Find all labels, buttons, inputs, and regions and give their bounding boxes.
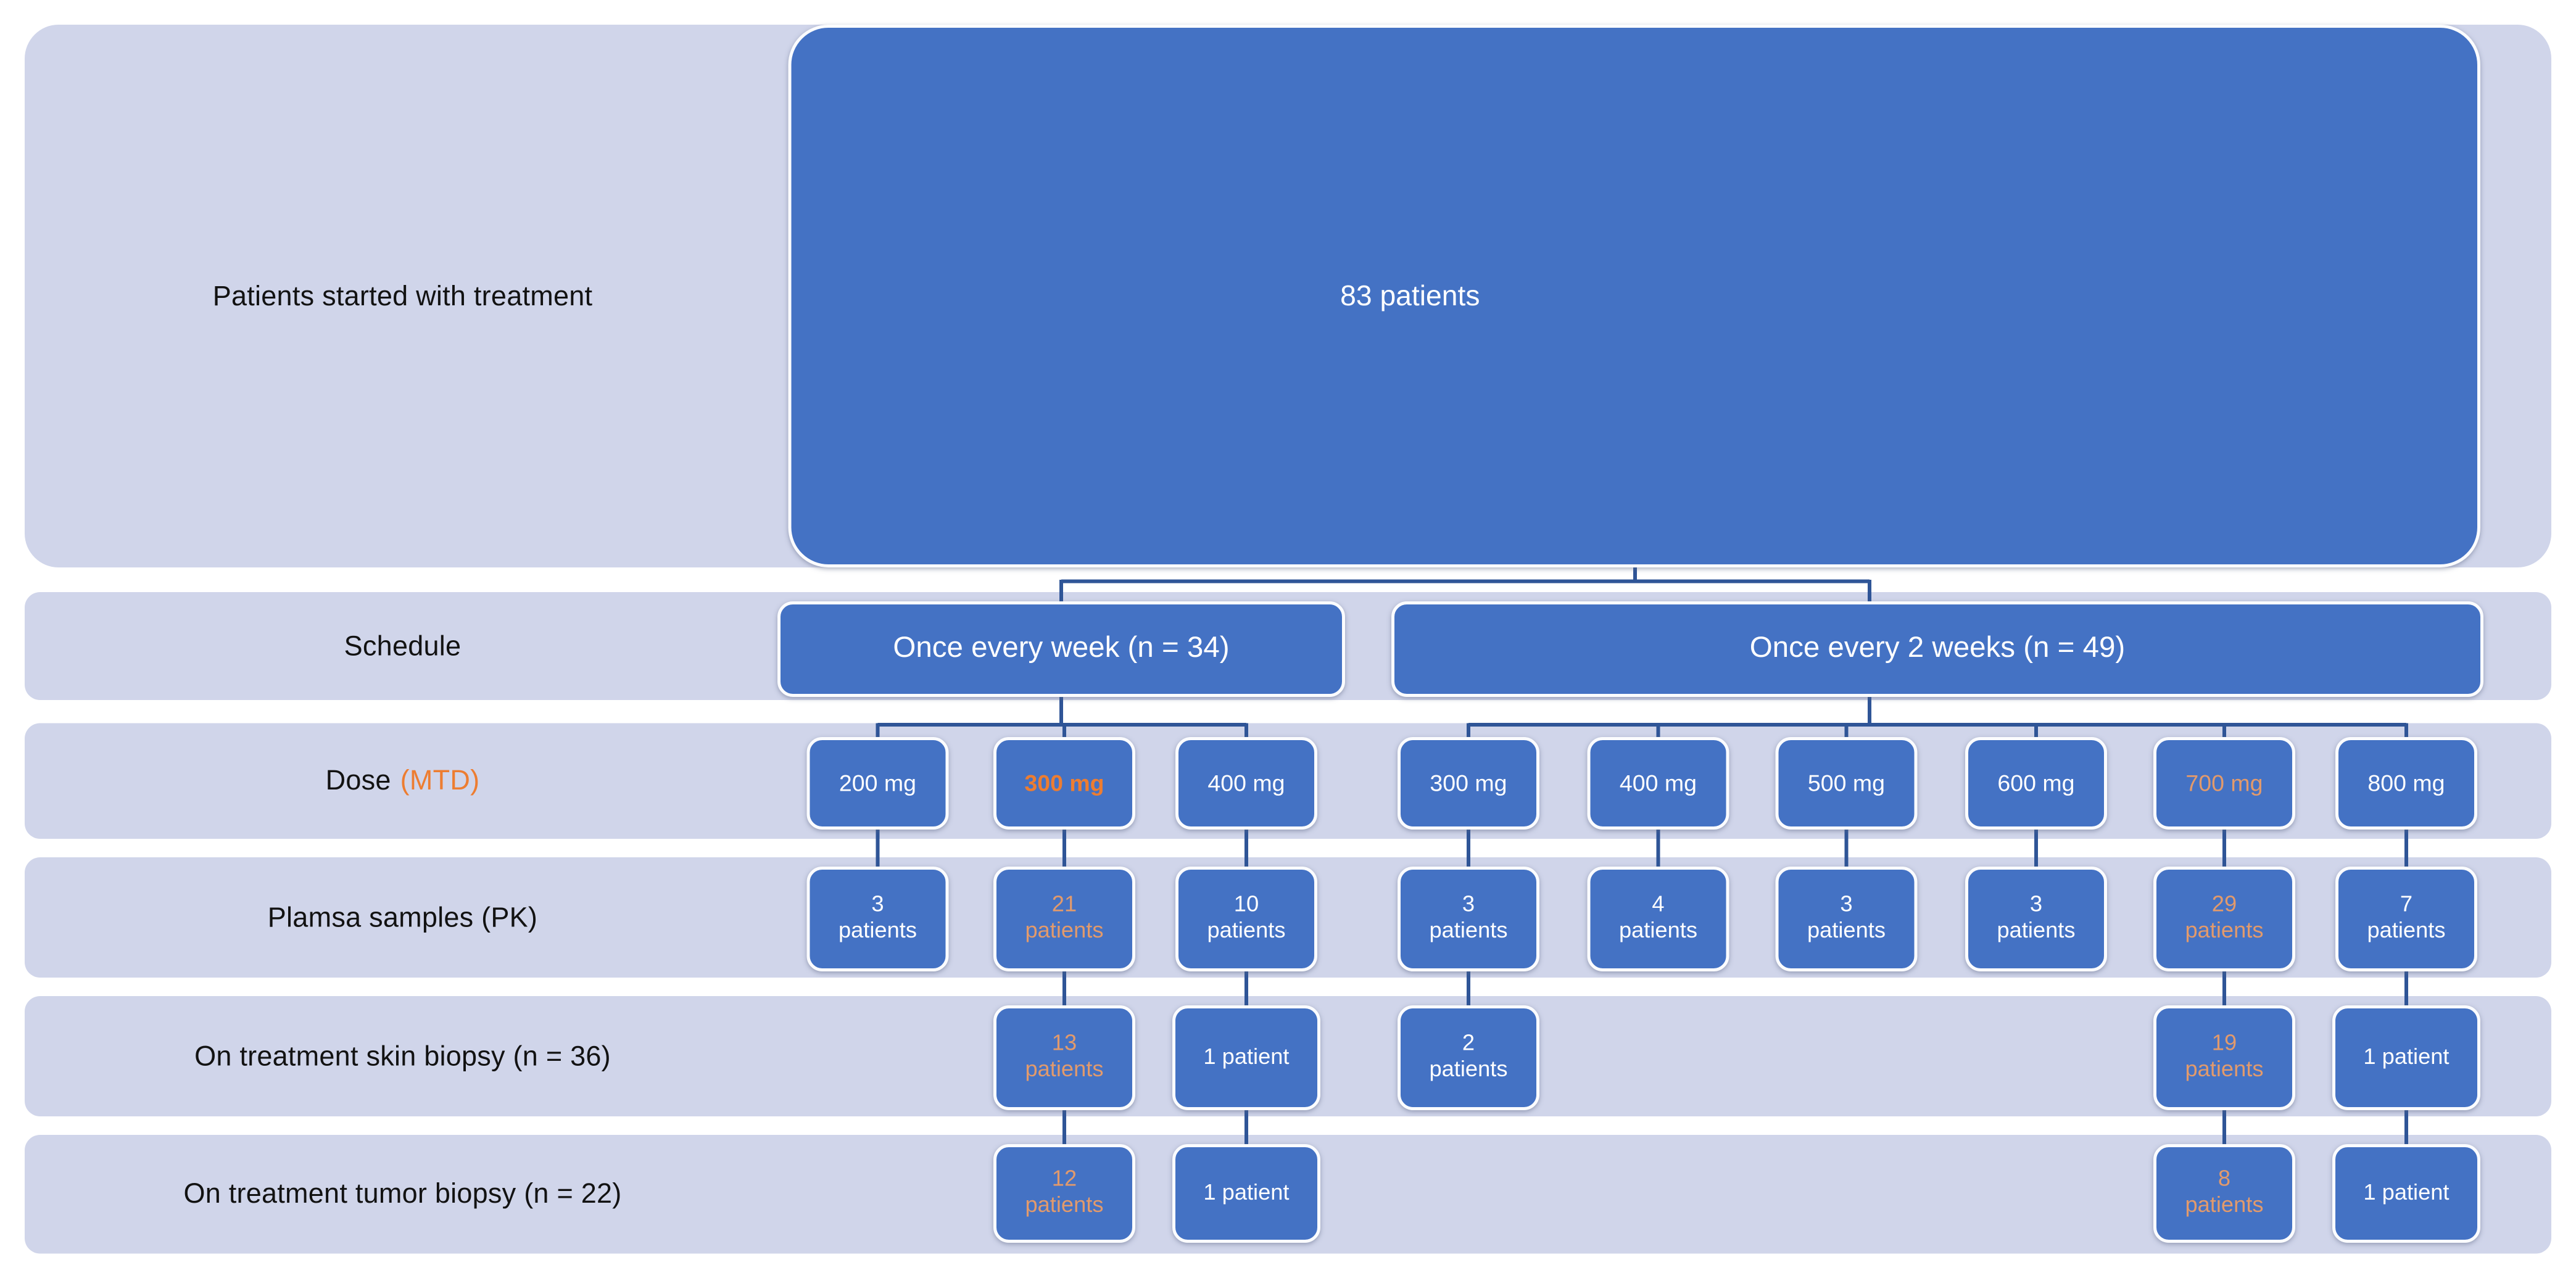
row-label-dose: Dose (MTD): [25, 723, 781, 839]
tumor-biopsy-box-4-text: 1 patient: [2363, 1181, 2450, 1206]
tumor-biopsy-box-4: 1 patient: [2332, 1144, 2480, 1243]
skin-biopsy-box-1: 13 patients: [993, 1005, 1135, 1110]
tumor-biopsy-box-2-text: 1 patient: [1203, 1181, 1290, 1206]
plasma-box-9: 7 patients: [2335, 867, 2477, 971]
plasma-box-7: 3 patients: [1965, 867, 2107, 971]
plasma-box-3: 10 patients: [1175, 867, 1317, 971]
schedule-box-biweekly: Once every 2 weeks (n = 49): [1391, 601, 2483, 697]
dose-box-2-mtd: 300 mg: [993, 737, 1135, 830]
treatment-total-box: 83 patients: [788, 25, 2480, 567]
row-label-skin-biopsy-text: On treatment skin biopsy (n = 36): [194, 1040, 611, 1071]
dose-box-9-text: 800 mg: [2367, 770, 2445, 797]
row-label-mtd-text: (MTD): [400, 765, 480, 796]
tumor-biopsy-box-3: 8 patients: [2153, 1144, 2295, 1243]
plasma-box-5-text: 4 patients: [1618, 893, 1697, 944]
dose-box-4: 300 mg: [1398, 737, 1539, 830]
plasma-box-8-text: 29 patients: [2185, 893, 2264, 944]
dose-box-1: 200 mg: [806, 737, 949, 830]
dose-box-4-text: 300 mg: [1430, 770, 1507, 797]
skin-biopsy-box-3-text: 2 patients: [1429, 1032, 1508, 1082]
dose-box-8-mtd: 700 mg: [2153, 737, 2295, 830]
dose-box-2-text: 300 mg: [1024, 770, 1104, 797]
dose-box-7: 600 mg: [1965, 737, 2107, 830]
plasma-box-3-text: 10 patients: [1207, 893, 1286, 944]
skin-biopsy-box-5-text: 1 patient: [2363, 1045, 2450, 1070]
skin-biopsy-box-4-text: 19 patients: [2185, 1032, 2264, 1082]
row-label-dose-text: Dose: [325, 765, 391, 796]
skin-biopsy-box-3: 2 patients: [1398, 1005, 1539, 1110]
plasma-box-9-text: 7 patients: [2367, 893, 2446, 944]
dose-box-8-text: 700 mg: [2185, 770, 2263, 797]
row-label-treatment: Patients started with treatment: [25, 25, 781, 567]
schedule-box-weekly-text: Once every week (n = 34): [893, 632, 1230, 665]
schedule-box-weekly: Once every week (n = 34): [777, 601, 1345, 697]
treatment-total-text: 83 patients: [1340, 279, 1480, 312]
row-label-tumor-biopsy: On treatment tumor biopsy (n = 22): [25, 1135, 781, 1254]
dose-box-9: 800 mg: [2335, 737, 2477, 830]
plasma-box-2: 21 patients: [993, 867, 1135, 971]
plasma-box-1: 3 patients: [806, 867, 949, 971]
dose-box-5-text: 400 mg: [1619, 770, 1697, 797]
plasma-box-4-text: 3 patients: [1429, 893, 1508, 944]
row-label-plasma-text: Plamsa samples (PK): [267, 901, 538, 933]
dose-box-3: 400 mg: [1175, 737, 1317, 830]
schedule-box-biweekly-text: Once every 2 weeks (n = 49): [1749, 632, 2126, 665]
row-label-skin-biopsy: On treatment skin biopsy (n = 36): [25, 996, 781, 1116]
tumor-biopsy-box-1: 12 patients: [993, 1144, 1135, 1243]
skin-biopsy-box-2: 1 patient: [1172, 1005, 1320, 1110]
dose-box-7-text: 600 mg: [1997, 770, 2075, 797]
plasma-box-6: 3 patients: [1775, 867, 1918, 971]
dose-box-1-text: 200 mg: [839, 770, 917, 797]
skin-biopsy-box-4: 19 patients: [2153, 1005, 2295, 1110]
plasma-box-5: 4 patients: [1587, 867, 1729, 971]
dose-box-3-text: 400 mg: [1207, 770, 1285, 797]
plasma-box-7-text: 3 patients: [1997, 893, 2076, 944]
tumor-biopsy-box-3-text: 8 patients: [2185, 1168, 2264, 1218]
plasma-box-6-text: 3 patients: [1807, 893, 1886, 944]
plasma-box-2-text: 21 patients: [1025, 893, 1104, 944]
row-label-tumor-biopsy-text: On treatment tumor biopsy (n = 22): [183, 1178, 622, 1209]
tumor-biopsy-box-1-text: 12 patients: [1025, 1168, 1104, 1218]
plasma-box-8: 29 patients: [2153, 867, 2295, 971]
row-label-schedule: Schedule: [25, 592, 781, 700]
skin-biopsy-box-1-text: 13 patients: [1025, 1032, 1104, 1082]
dose-box-6-text: 500 mg: [1807, 770, 1886, 797]
skin-biopsy-box-2-text: 1 patient: [1203, 1045, 1290, 1070]
row-label-plasma: Plamsa samples (PK): [25, 857, 781, 978]
row-label-schedule-text: Schedule: [344, 630, 462, 661]
plasma-box-4: 3 patients: [1398, 867, 1539, 971]
dose-box-5: 400 mg: [1587, 737, 1729, 830]
dose-box-6: 500 mg: [1775, 737, 1918, 830]
row-label-treatment-text: Patients started with treatment: [212, 279, 593, 311]
tumor-biopsy-box-2: 1 patient: [1172, 1144, 1320, 1243]
skin-biopsy-box-5: 1 patient: [2332, 1005, 2480, 1110]
plasma-box-1-text: 3 patients: [838, 893, 917, 944]
